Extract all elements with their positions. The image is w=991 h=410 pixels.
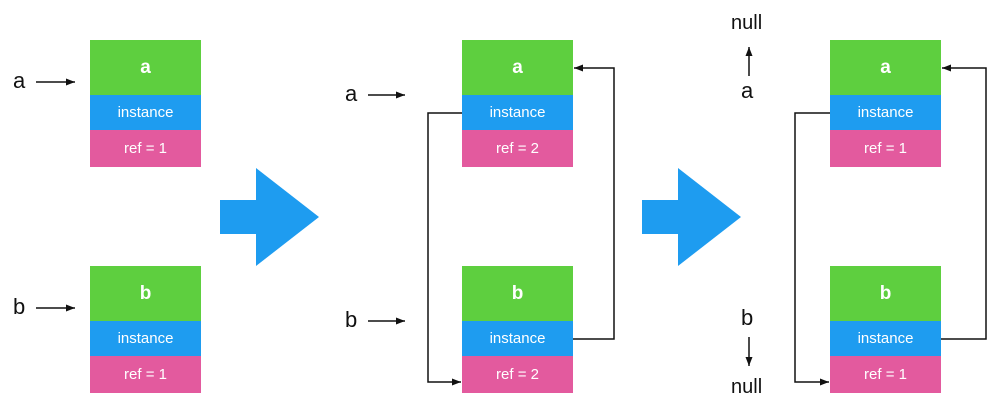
- null-label-a: null: [731, 12, 763, 34]
- pointer-label-b: b: [13, 294, 26, 319]
- instance-field: instance: [90, 95, 201, 130]
- object-a-block: a instance ref = 2: [462, 40, 573, 167]
- instance-field: instance: [90, 321, 201, 356]
- object-name: a: [830, 40, 941, 95]
- object-b-block: b instance ref = 2: [462, 266, 573, 393]
- ref-count: ref = 1: [830, 356, 941, 393]
- instance-field: instance: [830, 321, 941, 356]
- ref-count: ref = 2: [462, 356, 573, 393]
- ref-count: ref = 1: [830, 130, 941, 167]
- pointer-label-b: b: [345, 307, 358, 332]
- null-label-b: null: [731, 376, 763, 398]
- ref-count: ref = 1: [90, 356, 201, 393]
- object-a-block: a instance ref = 1: [90, 40, 201, 167]
- pointer-label-b: b: [741, 305, 754, 330]
- object-b-block: b instance ref = 1: [830, 266, 941, 393]
- instance-field: instance: [462, 95, 573, 130]
- object-name: a: [90, 40, 201, 95]
- connector-a-to-b-stage2: [427, 112, 462, 386]
- ref-count: ref = 2: [462, 130, 573, 167]
- pointer-label-a: a: [13, 68, 26, 93]
- connector-b-to-a-stage3: [941, 64, 987, 340]
- ref-count: ref = 1: [90, 130, 201, 167]
- right-arrow-icon: [642, 168, 741, 266]
- instance-field: instance: [462, 321, 573, 356]
- connector-a-to-b-stage3: [794, 112, 830, 386]
- object-name: b: [830, 266, 941, 321]
- object-name: a: [462, 40, 573, 95]
- object-name: b: [462, 266, 573, 321]
- right-arrow-icon: [220, 168, 319, 266]
- object-a-block: a instance ref = 1: [830, 40, 941, 167]
- object-name: b: [90, 266, 201, 321]
- object-b-block: b instance ref = 1: [90, 266, 201, 393]
- pointer-label-a: a: [345, 81, 358, 106]
- pointer-label-a: a: [741, 78, 754, 103]
- instance-field: instance: [830, 95, 941, 130]
- connector-b-to-a-stage2: [573, 64, 615, 340]
